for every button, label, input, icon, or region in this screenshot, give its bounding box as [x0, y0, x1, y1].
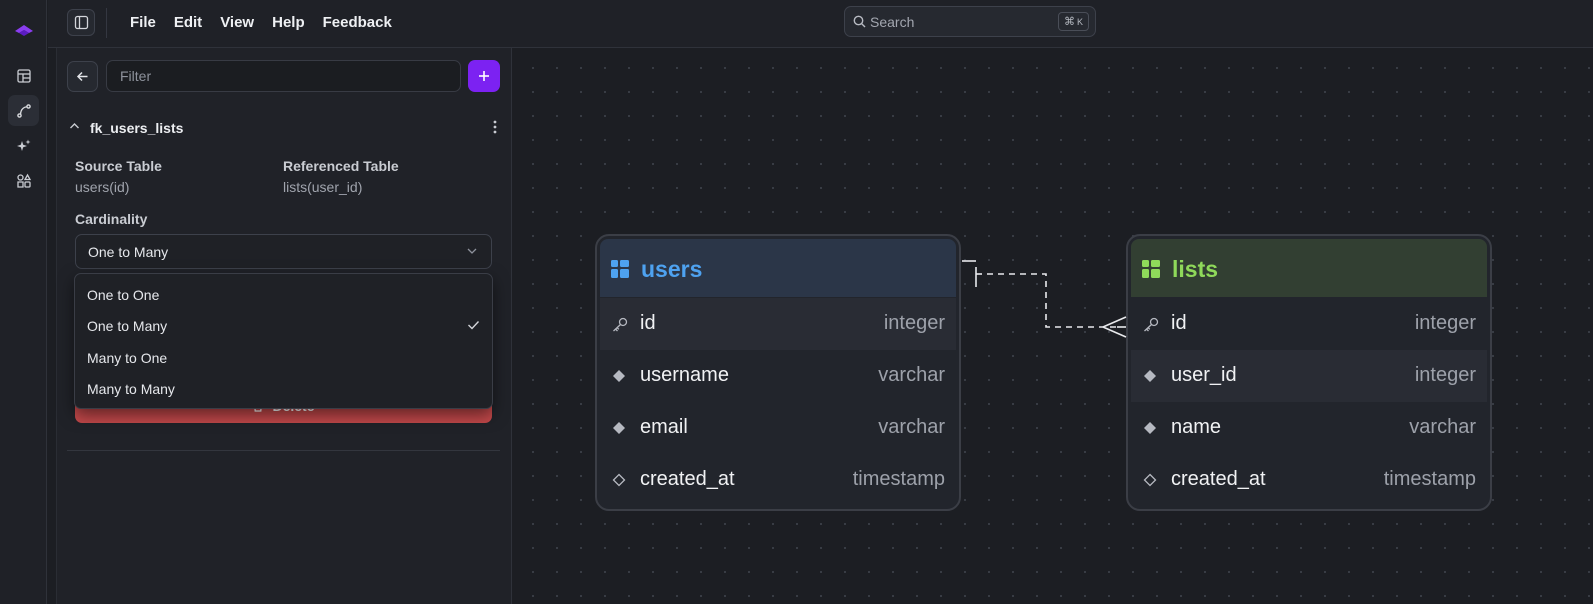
- search-box[interactable]: Search ⌘K: [844, 6, 1096, 37]
- column-row[interactable]: name varchar: [1131, 402, 1487, 454]
- source-table-label: Source Table: [75, 158, 162, 174]
- column-row[interactable]: email varchar: [600, 402, 956, 454]
- column-type: varchar: [1409, 416, 1476, 438]
- menu-help[interactable]: Help: [272, 14, 305, 31]
- column-name: id: [1171, 312, 1187, 334]
- activity-bar: [0, 0, 47, 604]
- add-relationship-button[interactable]: [468, 60, 500, 92]
- table-header-lists[interactable]: lists: [1131, 239, 1487, 297]
- cardinality-dropdown: One to One One to Many Many to One Many …: [74, 273, 493, 409]
- cardinality-select[interactable]: One to Many: [75, 234, 492, 269]
- column-name: email: [640, 416, 688, 438]
- key-icon: [1144, 317, 1159, 332]
- column-type: integer: [1414, 364, 1476, 386]
- sidebar-panel-icon: [74, 15, 88, 30]
- diamond-filled-icon: [613, 370, 625, 382]
- column-row[interactable]: user_id integer: [1131, 350, 1487, 402]
- key-icon: [613, 317, 628, 332]
- diamond-filled-icon: [613, 422, 625, 434]
- menu-feedback[interactable]: Feedback: [322, 14, 392, 31]
- column-type: integer: [1414, 312, 1476, 334]
- cardinality-label: Cardinality: [75, 211, 148, 227]
- column-type: timestamp: [1383, 468, 1476, 490]
- source-table-value: users(id): [75, 179, 130, 195]
- diamond-outline-icon: [612, 473, 626, 487]
- relationships-icon[interactable]: [8, 95, 39, 126]
- relationship-name: fk_users_lists: [90, 120, 184, 136]
- column-name: created_at: [640, 468, 735, 490]
- menu-bar: File Edit View Help Feedback: [130, 14, 410, 31]
- search-placeholder: Search: [870, 14, 915, 30]
- menu-file[interactable]: File: [130, 14, 156, 31]
- diamond-filled-icon: [1144, 422, 1156, 434]
- column-name: username: [640, 364, 729, 386]
- filter-input[interactable]: [106, 60, 461, 92]
- option-many-to-many[interactable]: Many to Many: [87, 381, 175, 398]
- table-card-users[interactable]: users id integer username varchar email …: [595, 234, 961, 511]
- chevron-down-icon: [467, 248, 477, 254]
- menu-edit[interactable]: Edit: [173, 14, 203, 31]
- plus-icon: [479, 71, 489, 81]
- table-card-lists[interactable]: lists id integer user_id integer name va…: [1126, 234, 1492, 511]
- column-name: name: [1171, 416, 1222, 438]
- column-type: varchar: [878, 416, 945, 438]
- chevron-up-icon[interactable]: [69, 122, 80, 130]
- app-logo-icon[interactable]: [12, 18, 36, 42]
- column-row[interactable]: id integer: [1131, 298, 1487, 350]
- table-name: lists: [1172, 256, 1219, 282]
- table-icon: [1142, 260, 1160, 278]
- column-name: id: [640, 312, 656, 334]
- option-one-to-many[interactable]: One to Many: [75, 311, 492, 343]
- check-icon: [468, 320, 480, 330]
- tables-icon[interactable]: [8, 60, 39, 91]
- search-shortcut-badge: ⌘K: [1057, 12, 1089, 31]
- referenced-table-value: lists(user_id): [283, 179, 363, 195]
- column-name: created_at: [1171, 468, 1266, 490]
- top-bar: File Edit View Help Feedback Search ⌘K: [48, 0, 1593, 48]
- panel-divider: [67, 450, 500, 451]
- diagram-canvas[interactable]: users id integer username varchar email …: [513, 48, 1593, 604]
- arrow-left-icon: [76, 71, 88, 82]
- table-name: users: [641, 256, 703, 282]
- column-name: user_id: [1171, 364, 1237, 386]
- more-vertical-icon[interactable]: [493, 119, 497, 135]
- back-button[interactable]: [67, 61, 98, 92]
- option-one-to-one[interactable]: One to One: [87, 286, 160, 303]
- column-type: timestamp: [852, 468, 945, 490]
- search-icon: [853, 15, 866, 28]
- referenced-table-label: Referenced Table: [283, 158, 399, 174]
- shapes-icon[interactable]: [8, 165, 39, 196]
- column-row[interactable]: id integer: [600, 298, 956, 350]
- menu-view[interactable]: View: [220, 14, 255, 31]
- diamond-filled-icon: [1144, 370, 1156, 382]
- table-icon: [611, 260, 629, 278]
- ai-sparkle-icon[interactable]: [8, 130, 39, 161]
- column-type: integer: [883, 312, 945, 334]
- toolbar-divider: [106, 8, 107, 38]
- column-row[interactable]: username varchar: [600, 350, 956, 402]
- relationship-edge[interactable]: [513, 48, 1593, 604]
- table-header-users[interactable]: users: [600, 239, 956, 297]
- sidebar-toggle-button[interactable]: [67, 9, 95, 36]
- column-row[interactable]: created_at timestamp: [1131, 454, 1487, 506]
- diamond-outline-icon: [1143, 473, 1157, 487]
- column-type: varchar: [878, 364, 945, 386]
- column-row[interactable]: created_at timestamp: [600, 454, 956, 506]
- cardinality-selected-value: One to Many: [88, 244, 169, 260]
- option-many-to-one[interactable]: Many to One: [87, 349, 168, 366]
- relationship-header[interactable]: fk_users_lists: [67, 116, 503, 140]
